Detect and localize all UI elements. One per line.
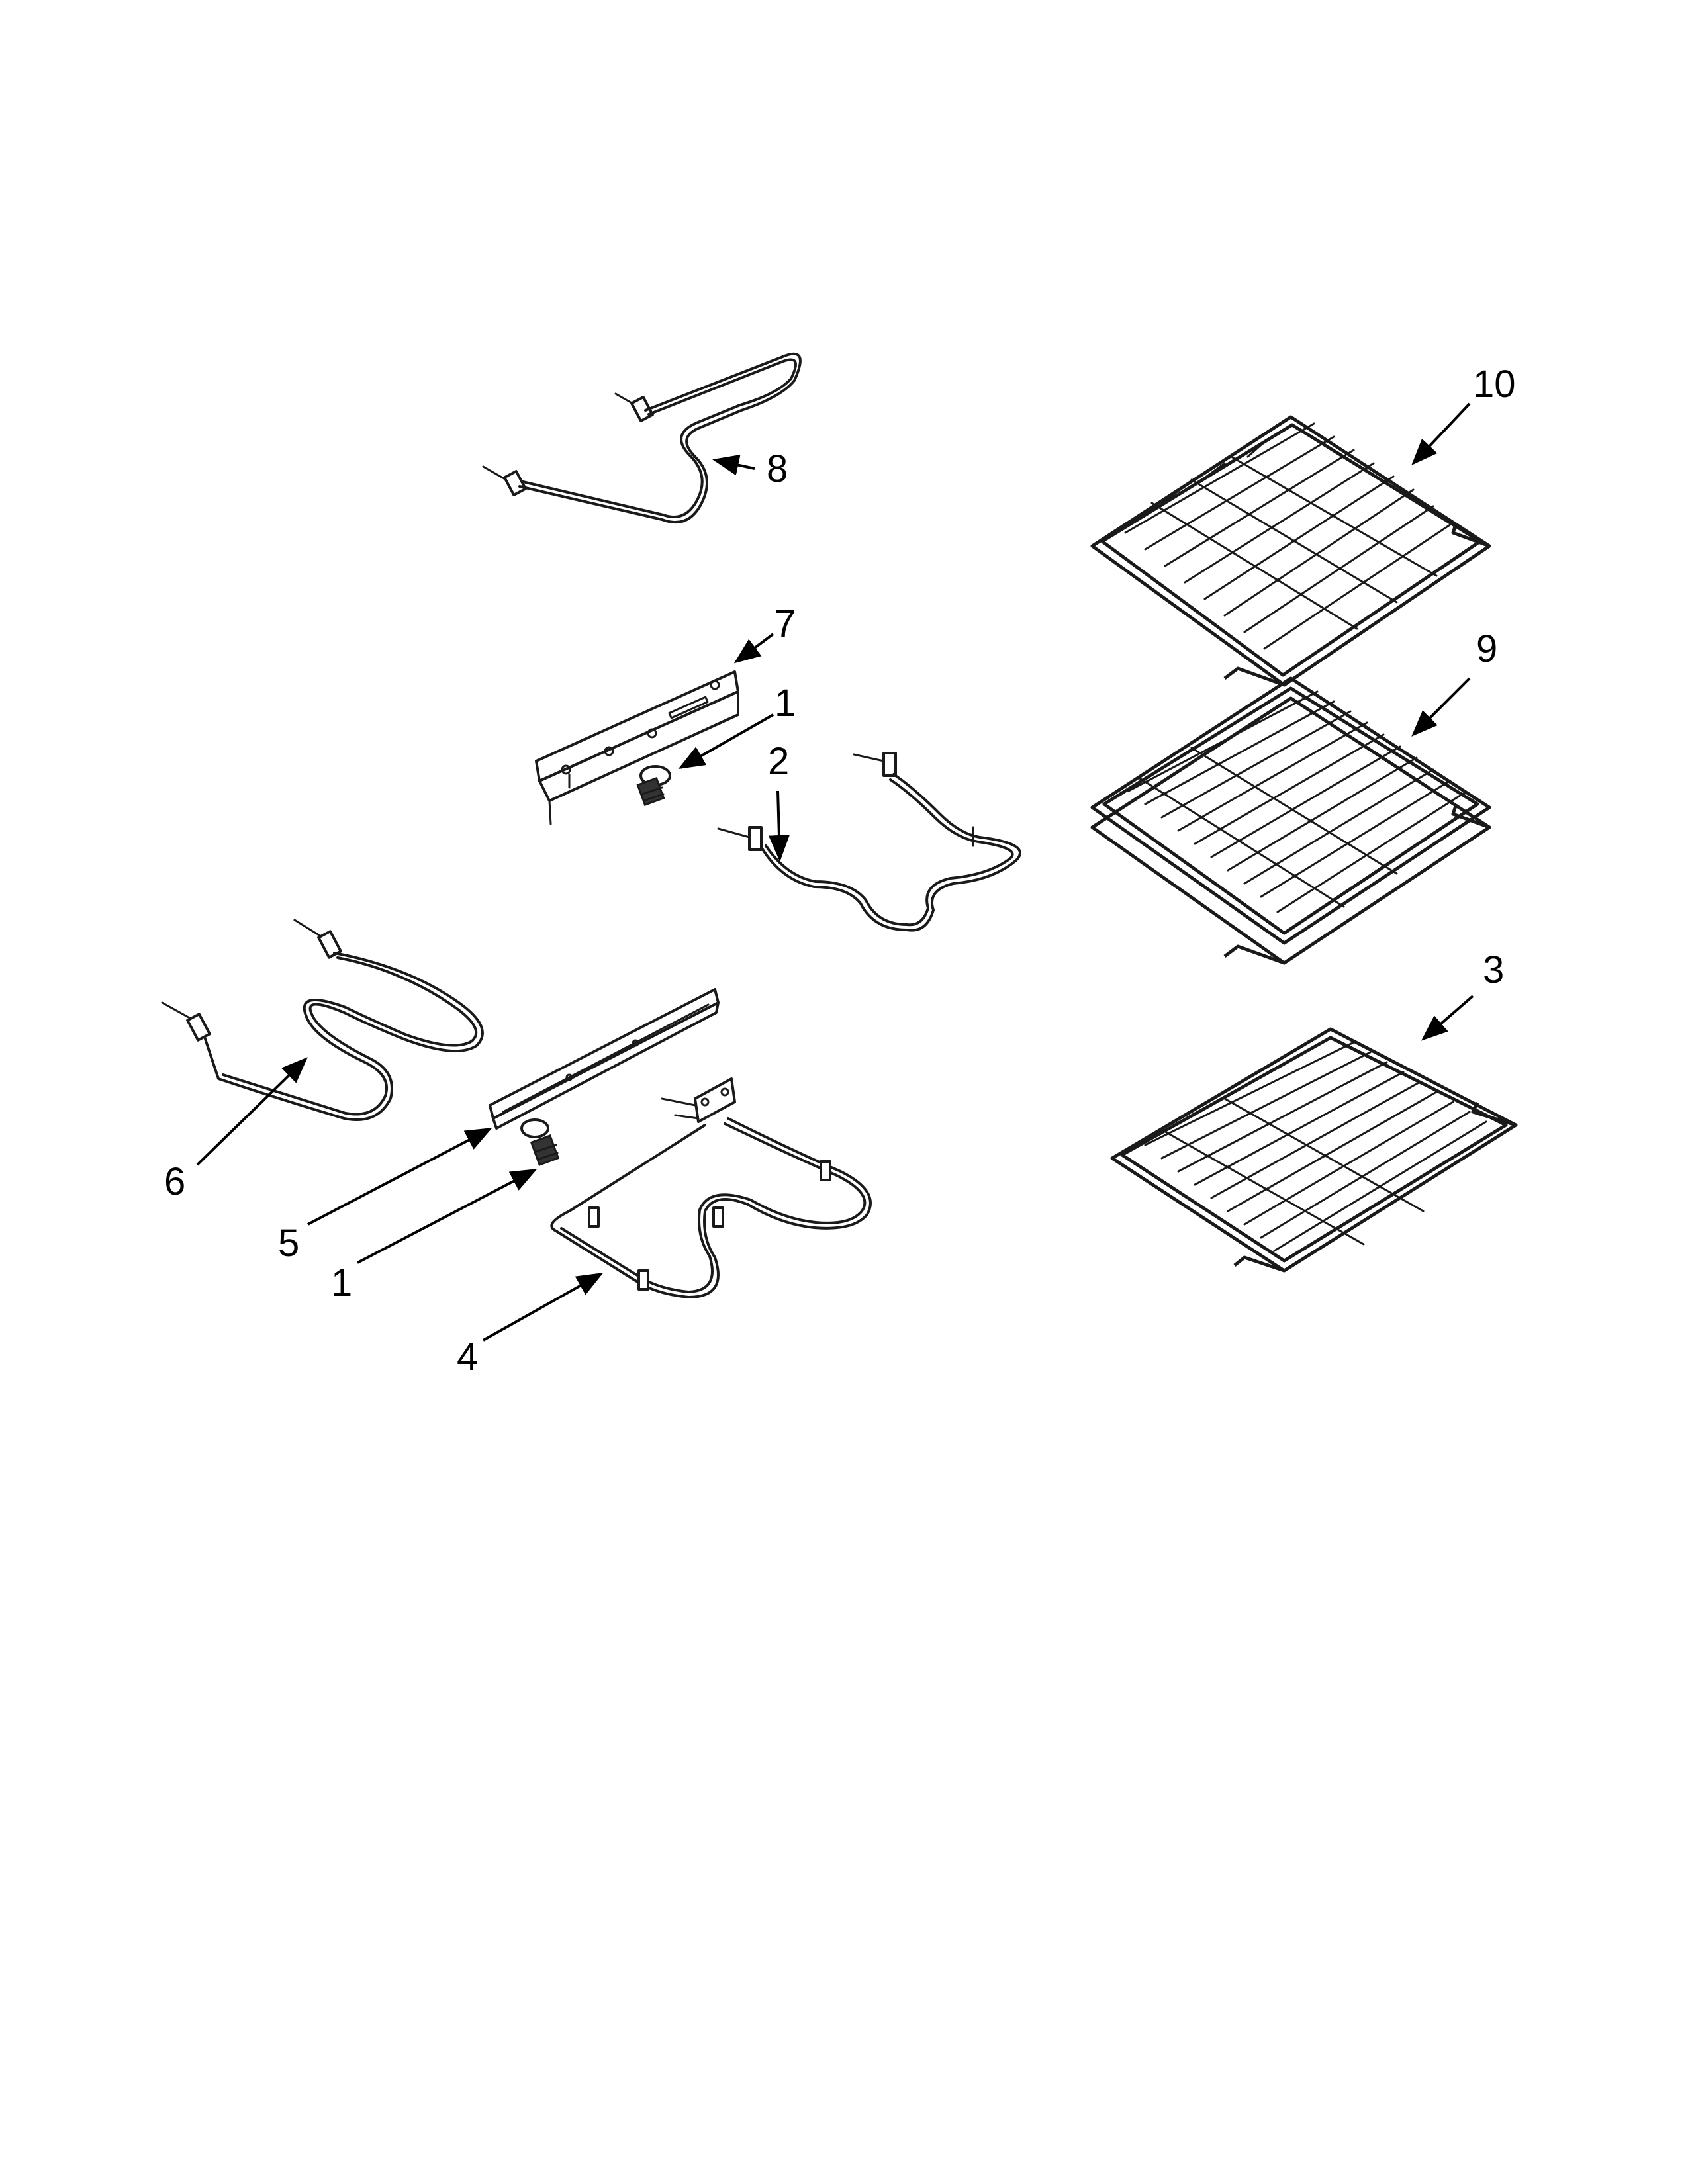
leader-1-lower bbox=[357, 1169, 538, 1264]
screw-1-lower bbox=[520, 1118, 560, 1166]
leader-2 bbox=[768, 790, 790, 862]
callout-4: 4 bbox=[457, 1336, 478, 1379]
callout-3: 3 bbox=[1483, 948, 1504, 991]
leader-7 bbox=[733, 633, 774, 664]
oven-rack-10 bbox=[1090, 415, 1491, 687]
leader-1-upper bbox=[678, 713, 774, 769]
callout-1-lower: 1 bbox=[331, 1261, 352, 1304]
leader-lines bbox=[196, 402, 1474, 1342]
leader-5 bbox=[307, 1128, 492, 1226]
bracket-7 bbox=[535, 670, 739, 825]
screw-1-upper bbox=[636, 765, 671, 807]
bracket-bar-5 bbox=[489, 988, 720, 1130]
callout-6: 6 bbox=[164, 1160, 185, 1203]
heating-element-8 bbox=[482, 352, 802, 523]
heating-element-4 bbox=[550, 1077, 872, 1298]
callout-numbers: 10 9 3 8 7 1 2 6 5 1 4 bbox=[164, 363, 1516, 1379]
callout-5: 5 bbox=[278, 1222, 299, 1265]
leader-10 bbox=[1411, 402, 1471, 465]
heating-element-6 bbox=[161, 919, 484, 1121]
leader-4 bbox=[483, 1273, 604, 1342]
leader-8 bbox=[712, 454, 755, 476]
callout-1-upper: 1 bbox=[774, 682, 796, 725]
leader-3 bbox=[1421, 995, 1474, 1041]
oven-rack-9 bbox=[1090, 676, 1491, 965]
heating-element-2 bbox=[717, 752, 1021, 932]
callout-7: 7 bbox=[774, 602, 796, 645]
leader-9 bbox=[1411, 677, 1471, 737]
oven-rack-3 bbox=[1110, 1027, 1518, 1273]
callout-9: 9 bbox=[1476, 627, 1497, 670]
leader-6 bbox=[196, 1057, 308, 1166]
callout-10: 10 bbox=[1473, 363, 1516, 406]
callout-2: 2 bbox=[768, 740, 789, 783]
callout-8: 8 bbox=[767, 447, 788, 490]
